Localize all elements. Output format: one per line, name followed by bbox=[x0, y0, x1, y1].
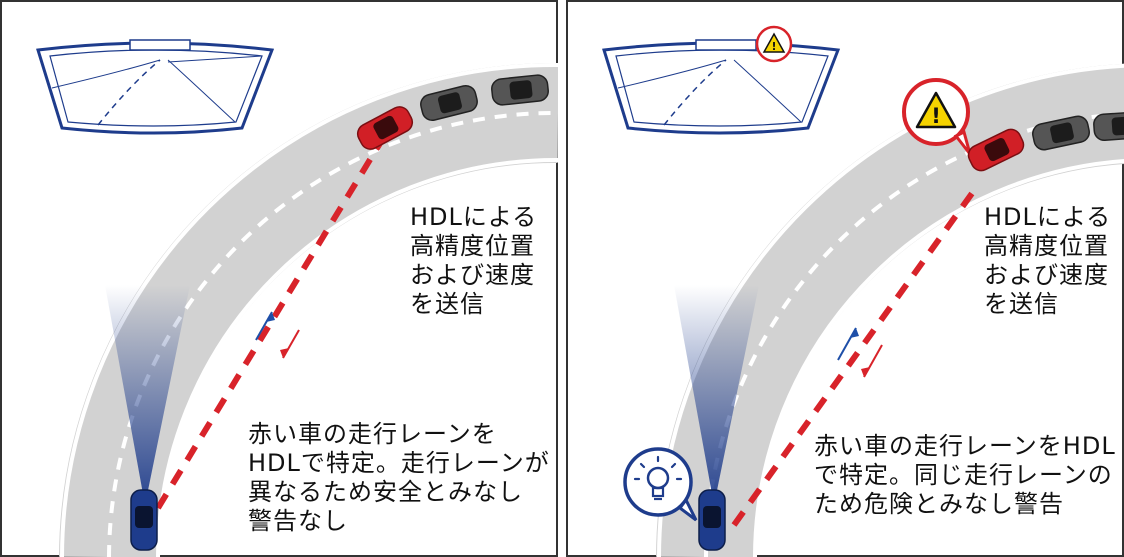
left-scene bbox=[0, 0, 558, 557]
svg-text:!: ! bbox=[931, 104, 941, 128]
result-caption: 赤い車の走行レーンを HDLで特定。走行レーンが 異なるため安全とみなし 警告な… bbox=[248, 420, 550, 536]
info-caption: HDLによる 高精度位置 および速度 を送信 bbox=[410, 203, 537, 319]
sensor-beam bbox=[674, 285, 759, 505]
info-caption: HDLによる 高精度位置 および速度 を送信 bbox=[984, 203, 1111, 319]
caption-line: および速度 bbox=[410, 261, 535, 289]
caption-line: を送信 bbox=[984, 290, 1059, 318]
caption-line: 高精度位置 bbox=[984, 232, 1109, 260]
windshield-icon bbox=[36, 39, 275, 135]
grey-car bbox=[1093, 111, 1124, 141]
caption-line: 異なるため安全とみなし bbox=[248, 478, 523, 506]
caption-line: HDLで特定。走行レーンが bbox=[248, 449, 550, 477]
warning-icon: ! bbox=[755, 25, 793, 63]
signal-line bbox=[731, 183, 981, 527]
red-car bbox=[356, 106, 414, 150]
caption-line: 赤い車の走行レーンを bbox=[248, 420, 497, 448]
grey-car bbox=[491, 74, 549, 106]
lightbulb-icon bbox=[623, 447, 698, 522]
right-scene: ! ! bbox=[566, 0, 1124, 557]
caption-line: 警告なし bbox=[248, 507, 348, 535]
caption-line: を送信 bbox=[410, 290, 485, 318]
blue-car bbox=[698, 489, 726, 551]
caption-line: HDLによる bbox=[410, 203, 538, 231]
windshield-icon bbox=[602, 39, 841, 135]
caption-line: ため危険とみなし警告 bbox=[814, 490, 1064, 518]
grey-car bbox=[1032, 115, 1090, 151]
panel-right-warning: ! ! bbox=[566, 0, 1124, 557]
caption-line: および速度 bbox=[984, 261, 1109, 289]
caption-line: で特定。同じ走行レーンの bbox=[814, 461, 1113, 489]
grey-car bbox=[420, 84, 478, 122]
caption-line: 赤い車の走行レーンをHDL bbox=[814, 432, 1116, 460]
warning-icon: ! bbox=[902, 78, 972, 155]
blue-car bbox=[130, 489, 158, 551]
curved-road bbox=[59, 62, 558, 557]
panel-left-no-warning: HDLによる 高精度位置 および速度 を送信 赤い車の走行レーンを HDLで特定… bbox=[0, 0, 558, 557]
sensor-beam bbox=[105, 285, 190, 505]
signal-arrows bbox=[255, 311, 300, 359]
caption-line: HDLによる bbox=[984, 203, 1112, 231]
red-car bbox=[967, 128, 1025, 172]
result-caption: 赤い車の走行レーンをHDL で特定。同じ走行レーンの ため危険とみなし警告 bbox=[814, 432, 1116, 519]
svg-text:!: ! bbox=[771, 40, 776, 53]
caption-line: 高精度位置 bbox=[410, 232, 535, 260]
signal-arrows bbox=[837, 327, 883, 378]
